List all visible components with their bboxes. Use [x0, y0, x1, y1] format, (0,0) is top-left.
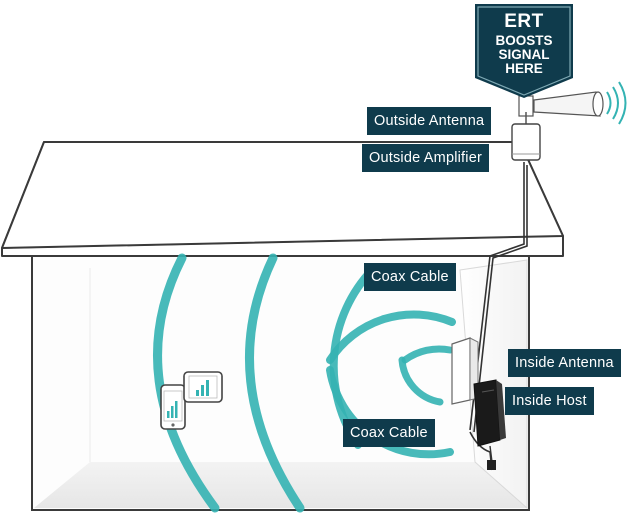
inside-host-label: Inside Host — [505, 387, 594, 415]
ert-badge-text: ERT BOOSTS SIGNAL HERE — [476, 12, 572, 76]
outside-amplifier-label: Outside Amplifier — [362, 144, 489, 172]
badge-line-3: SIGNAL — [498, 47, 550, 63]
ert-badge — [475, 4, 573, 98]
phone-icon — [160, 384, 186, 430]
badge-line-2: BOOSTS — [495, 32, 553, 48]
badge-line-4: HERE — [505, 61, 543, 77]
house-roof — [1, 141, 564, 257]
outside-antenna-device — [518, 91, 604, 124]
coax-cable — [469, 162, 528, 471]
outside-antenna-label: Outside Antenna — [367, 107, 492, 135]
outside-amplifier-device — [511, 123, 541, 161]
badge-line-1: ERT — [504, 11, 544, 32]
tablet-icon — [183, 371, 223, 403]
inside-antenna-device — [451, 337, 479, 405]
coax-cable-top-label: Coax Cable — [364, 263, 456, 291]
antenna-waves — [606, 81, 627, 125]
coax-cable-bottom-label: Coax Cable — [343, 419, 435, 447]
signal-arcs — [153, 253, 456, 513]
inside-antenna-label: Inside Antenna — [508, 349, 621, 377]
inside-host-device — [473, 379, 506, 470]
